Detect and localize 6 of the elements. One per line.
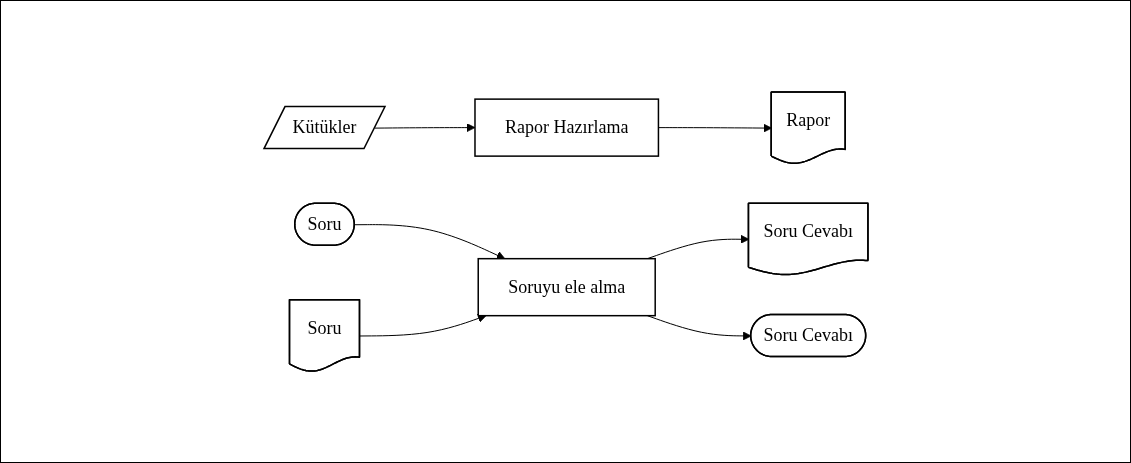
arrow xyxy=(353,224,505,260)
node-box: Rapor Hazırlama xyxy=(473,98,659,157)
arrow xyxy=(657,123,772,133)
arrow xyxy=(374,123,475,132)
arrow xyxy=(359,314,486,337)
node-box: Soruyu ele alma xyxy=(477,257,656,317)
